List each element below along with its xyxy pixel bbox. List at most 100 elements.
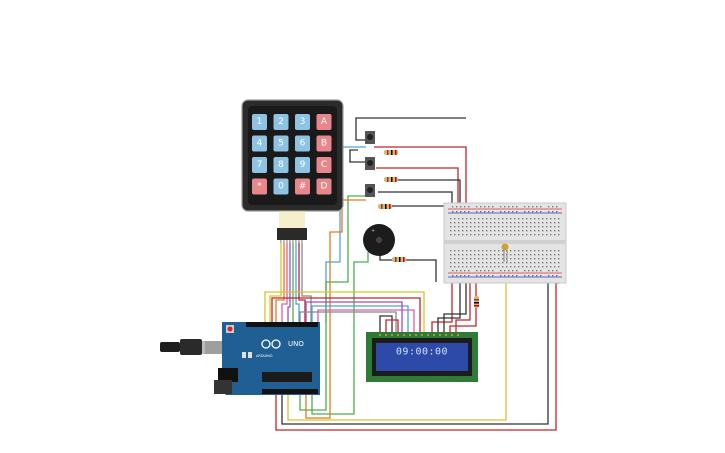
wire-keypad-4	[287, 232, 291, 322]
keypad-key-label: 4	[257, 139, 263, 149]
keypad-key-label: 0	[278, 182, 284, 192]
keypad-key-label: *	[257, 182, 262, 192]
wire-keypad-2	[275, 232, 285, 322]
keypad-key-label: #	[299, 182, 307, 192]
keypad-key-label: A	[321, 117, 328, 127]
resistor-2	[384, 177, 398, 182]
keypad-key[interactable]: 6	[295, 135, 310, 152]
wire-lcd-red	[271, 297, 421, 332]
keypad-key-label: 6	[300, 139, 306, 149]
wire-bb-black-long	[281, 212, 549, 425]
keypad-key-face	[316, 157, 332, 173]
wire-keypad-1	[269, 232, 282, 322]
svg-text:+: +	[371, 228, 375, 234]
keypad-key-label: B	[321, 139, 327, 149]
power-header	[262, 389, 318, 394]
keypad-connector	[277, 228, 307, 240]
arduino-uno: UNO ARDUINO	[160, 322, 320, 395]
keypad-key-label: 2	[278, 117, 284, 127]
wire-keypad-8	[301, 232, 312, 322]
keypad-key[interactable]: 5	[273, 135, 289, 152]
keypad-key[interactable]: 1	[252, 114, 267, 130]
keypad-inner	[248, 106, 337, 205]
wire-lcd-bb-red2	[449, 282, 477, 332]
keypad-key-face	[295, 157, 310, 173]
lcd-screen	[376, 343, 468, 371]
wires	[264, 117, 559, 431]
keypad-key[interactable]: #	[295, 178, 310, 195]
wire-lcd-blue	[311, 305, 409, 332]
resistor-3	[378, 204, 392, 209]
push-button-2[interactable]	[365, 157, 375, 170]
svg-text:ARDUINO: ARDUINO	[256, 354, 273, 358]
wire-btn3-black	[378, 191, 453, 206]
arduino-board	[222, 322, 320, 395]
wire-keypad-7	[298, 232, 306, 322]
keypad-key[interactable]: A	[316, 114, 332, 130]
breadboard-holes	[450, 206, 560, 277]
digital-header	[246, 322, 318, 327]
keypad-key[interactable]: 2	[273, 114, 289, 130]
keypad-key[interactable]: B	[316, 135, 332, 152]
wire-lcd-short2	[385, 319, 399, 332]
wire-btn2-orange	[394, 179, 461, 206]
keypad-key-face	[295, 178, 310, 195]
keypad-key[interactable]: 9	[295, 157, 310, 173]
keypad-connector-pins	[280, 240, 303, 243]
wire-lcd-bb-black2	[443, 282, 467, 332]
wire-lcd-bb-red1	[431, 282, 453, 332]
usb-cable	[160, 342, 180, 352]
lcd-module: 09:00:00	[366, 332, 478, 382]
led	[501, 243, 509, 262]
keypad-key-label: C	[321, 160, 327, 170]
keypad-key-label: 3	[300, 117, 306, 127]
keypad-key-label: 1	[257, 117, 263, 127]
keypad-key[interactable]: 0	[273, 178, 289, 195]
keypad-key-face	[252, 135, 267, 152]
arduino-logo-icon	[261, 339, 281, 349]
breadboard	[443, 202, 567, 284]
resistor-4	[392, 257, 406, 262]
push-button-3[interactable]	[365, 184, 375, 197]
push-button-1[interactable]	[365, 131, 375, 144]
keypad-key-face	[273, 135, 289, 152]
wire-btn2-red	[376, 167, 459, 206]
keypad-key[interactable]: C	[316, 157, 332, 173]
keypad-key-face	[316, 178, 332, 195]
keypad-key[interactable]: D	[316, 178, 332, 195]
keypad-key-face	[273, 114, 289, 130]
wire-lcd-short	[379, 315, 393, 332]
keypad-key[interactable]: 8	[273, 157, 289, 173]
keypad-key[interactable]: 4	[252, 135, 267, 152]
wire-buzzer-green	[311, 252, 369, 415]
lcd-display-text: 09:00:00	[396, 347, 448, 358]
wire-keypad-6	[295, 232, 300, 322]
wire-btn1-red	[374, 146, 467, 206]
wire-keypad-3	[281, 232, 288, 322]
lcd-pins	[379, 334, 459, 336]
keypad-key-face	[252, 114, 267, 130]
keypad-key-face	[252, 157, 267, 173]
keypad-key-label: 7	[257, 160, 263, 170]
wire-btn1-black	[355, 117, 466, 141]
wire-lcd-gray	[299, 311, 397, 332]
keypad-key-face	[273, 178, 289, 195]
keypad-key-face	[316, 135, 332, 152]
wire-lcd-bb-red3	[455, 282, 471, 332]
keypad-key[interactable]: *	[252, 178, 267, 195]
keypad-ribbon	[279, 211, 305, 229]
wire-buzzer-black	[379, 252, 437, 282]
atmega-chip	[262, 372, 312, 382]
keypad-key[interactable]: 3	[295, 114, 310, 130]
wire-btn2-black	[349, 149, 366, 163]
resistor-5	[474, 296, 479, 308]
wire-lcd-pink	[317, 309, 415, 332]
keypad-key[interactable]: 7	[252, 157, 267, 173]
keypad-key-face	[273, 157, 289, 173]
uno-label: UNO	[288, 340, 304, 348]
keypad-key-face	[316, 114, 332, 130]
wire-btn3-green	[299, 195, 366, 411]
